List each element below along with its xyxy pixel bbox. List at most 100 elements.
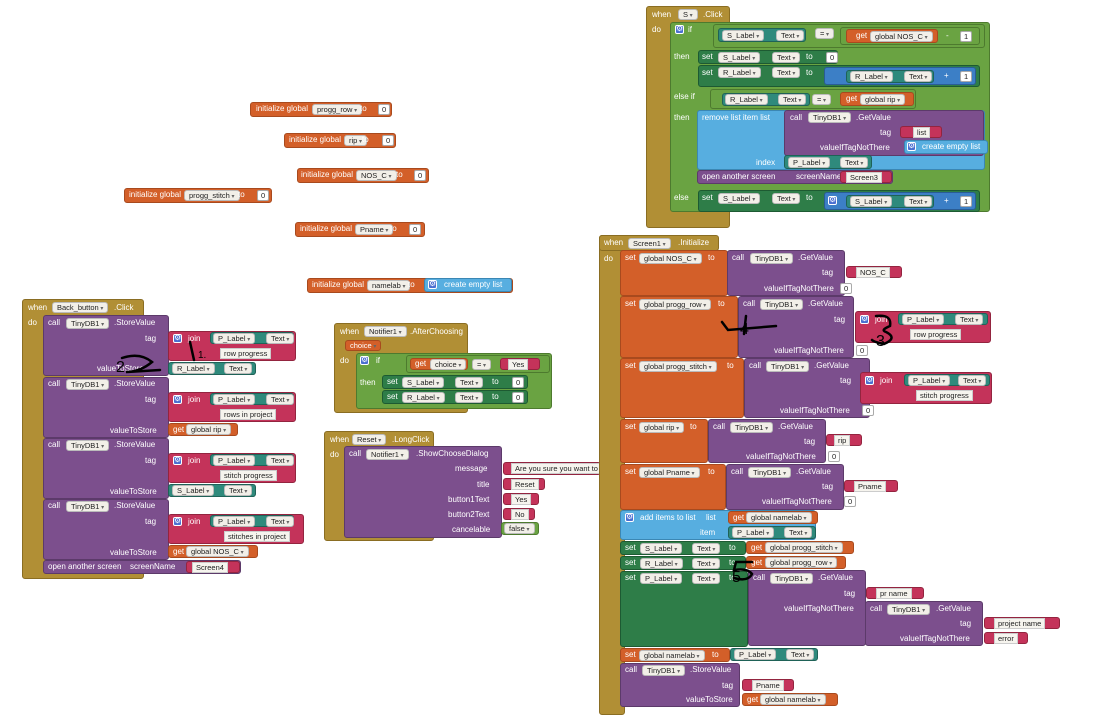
- text-property-dropdown[interactable]: Text: [692, 573, 721, 584]
- variable-dropdown[interactable]: choice: [430, 359, 467, 370]
- string-rip[interactable]: rip: [834, 435, 851, 446]
- variable-dropdown[interactable]: global NOS_C: [870, 31, 933, 42]
- string-message[interactable]: Are you sure you want to: [511, 463, 602, 474]
- string-pr-name[interactable]: pr name: [876, 588, 912, 599]
- variable-dropdown[interactable]: global NOS_C: [639, 253, 702, 264]
- variable-dropdown[interactable]: global progg_stitch: [639, 361, 717, 372]
- mutator-gear-icon[interactable]: [865, 375, 874, 385]
- s-label-dropdown[interactable]: S_Label: [850, 196, 893, 207]
- s-label-dropdown[interactable]: S_Label: [718, 52, 761, 63]
- tinydb-dropdown[interactable]: TinyDB1: [730, 422, 774, 433]
- text-property-dropdown[interactable]: Text: [778, 94, 807, 105]
- s-label-dropdown[interactable]: S_Label: [172, 485, 215, 496]
- p-label-dropdown[interactable]: P_Label: [213, 333, 256, 344]
- text-property-dropdown[interactable]: Text: [266, 394, 295, 405]
- variable-name-field[interactable]: Pname: [355, 224, 394, 235]
- number-zero[interactable]: 0: [409, 224, 422, 235]
- number-one[interactable]: 1: [960, 31, 973, 42]
- component-dropdown-back-button[interactable]: Back_button: [52, 302, 109, 313]
- mutator-gear-icon[interactable]: [907, 141, 916, 151]
- variable-dropdown[interactable]: global rip: [639, 422, 685, 433]
- string-list[interactable]: list: [913, 127, 931, 138]
- tinydb-dropdown[interactable]: TinyDB1: [66, 501, 110, 512]
- component-dropdown-s[interactable]: S: [678, 9, 698, 20]
- mutator-gear-icon[interactable]: [675, 24, 684, 34]
- string-rows-in-project[interactable]: rows in project: [220, 409, 277, 420]
- string-stitch-progress[interactable]: stitch progress: [220, 470, 277, 481]
- variable-dropdown[interactable]: global namelab: [746, 512, 812, 523]
- tinydb-dropdown[interactable]: TinyDB1: [766, 361, 810, 372]
- number-zero[interactable]: 0: [840, 283, 853, 294]
- number-zero[interactable]: 0: [257, 190, 270, 201]
- variable-dropdown[interactable]: global namelab: [639, 650, 705, 661]
- text-property-dropdown[interactable]: Text: [904, 71, 933, 82]
- string-pname[interactable]: Pname: [752, 680, 784, 691]
- text-property-dropdown[interactable]: Text: [958, 375, 987, 386]
- number-zero[interactable]: 0: [844, 496, 857, 507]
- text-property-dropdown[interactable]: Text: [772, 193, 801, 204]
- tinydb-getvalue-block[interactable]: [708, 419, 826, 463]
- set-r-label-block[interactable]: [620, 556, 746, 570]
- string-project-name[interactable]: project name: [994, 618, 1046, 629]
- string-row-progress[interactable]: row progress: [910, 329, 962, 340]
- p-label-dropdown[interactable]: P_Label: [908, 375, 951, 386]
- p-label-dropdown[interactable]: P_Label: [734, 649, 777, 660]
- number-zero[interactable]: 0: [826, 52, 839, 63]
- text-property-dropdown[interactable]: Text: [904, 196, 933, 207]
- tinydb-dropdown[interactable]: TinyDB1: [808, 112, 852, 123]
- component-dropdown-notifier[interactable]: Notifier1: [364, 326, 407, 337]
- number-zero[interactable]: 0: [856, 345, 869, 356]
- string-pname[interactable]: Pname: [854, 481, 886, 492]
- operator-dropdown[interactable]: =: [815, 28, 835, 39]
- variable-name-field[interactable]: NOS_C: [356, 170, 397, 181]
- p-label-dropdown[interactable]: P_Label: [732, 527, 775, 538]
- variable-name-field[interactable]: progg_stitch: [184, 190, 240, 201]
- text-property-dropdown[interactable]: Text: [266, 516, 295, 527]
- s-label-dropdown[interactable]: S_Label: [718, 193, 761, 204]
- s-label-dropdown[interactable]: S_Label: [402, 377, 445, 388]
- r-label-dropdown[interactable]: R_Label: [850, 71, 893, 82]
- string-reset[interactable]: Reset: [511, 479, 539, 490]
- r-label-dropdown[interactable]: R_Label: [725, 94, 768, 105]
- string-stitches-in-project[interactable]: stitches in project: [224, 531, 290, 542]
- text-property-dropdown[interactable]: Text: [955, 314, 984, 325]
- text-property-dropdown[interactable]: Text: [776, 30, 805, 41]
- operator-dropdown[interactable]: =: [472, 359, 492, 370]
- variable-dropdown[interactable]: global progg_stitch: [765, 542, 843, 553]
- number-zero[interactable]: 0: [512, 377, 525, 388]
- p-label-dropdown[interactable]: P_Label: [902, 314, 945, 325]
- text-property-dropdown[interactable]: Text: [224, 485, 253, 496]
- string-yes[interactable]: Yes: [508, 359, 529, 370]
- r-label-dropdown[interactable]: R_Label: [640, 558, 683, 569]
- number-zero[interactable]: 0: [382, 135, 395, 146]
- r-label-dropdown[interactable]: R_Label: [402, 392, 445, 403]
- string-stitch-progress[interactable]: stitch progress: [916, 390, 973, 401]
- p-label-dropdown[interactable]: P_Label: [213, 455, 256, 466]
- string-nos-c[interactable]: NOS_C: [856, 267, 890, 278]
- tinydb-dropdown[interactable]: TinyDB1: [66, 379, 110, 390]
- p-label-dropdown[interactable]: P_Label: [640, 573, 683, 584]
- text-property-dropdown[interactable]: Text: [692, 558, 721, 569]
- text-property-dropdown[interactable]: Text: [692, 543, 721, 554]
- create-empty-list-block[interactable]: [424, 278, 512, 292]
- string-screen4[interactable]: Screen4: [192, 562, 228, 573]
- mutator-gear-icon[interactable]: [173, 455, 182, 465]
- number-zero[interactable]: 0: [378, 104, 391, 115]
- mutator-gear-icon[interactable]: [360, 355, 369, 365]
- mutator-gear-icon[interactable]: [173, 516, 182, 526]
- mutator-gear-icon[interactable]: [828, 195, 837, 205]
- mutator-gear-icon[interactable]: [625, 512, 634, 522]
- variable-dropdown[interactable]: global rip: [860, 94, 906, 105]
- tinydb-dropdown[interactable]: TinyDB1: [66, 440, 110, 451]
- r-label-dropdown[interactable]: R_Label: [718, 67, 761, 78]
- tinydb-dropdown[interactable]: TinyDB1: [642, 665, 686, 676]
- text-property-dropdown[interactable]: Text: [455, 377, 484, 388]
- r-label-dropdown[interactable]: R_Label: [172, 363, 215, 374]
- string-error[interactable]: error: [994, 633, 1018, 644]
- variable-dropdown[interactable]: global progg_row: [765, 557, 838, 568]
- tinydb-dropdown[interactable]: TinyDB1: [750, 253, 794, 264]
- mutator-gear-icon[interactable]: [860, 314, 869, 324]
- text-property-dropdown[interactable]: Text: [784, 527, 813, 538]
- number-zero[interactable]: 0: [414, 170, 427, 181]
- text-property-dropdown[interactable]: Text: [266, 455, 295, 466]
